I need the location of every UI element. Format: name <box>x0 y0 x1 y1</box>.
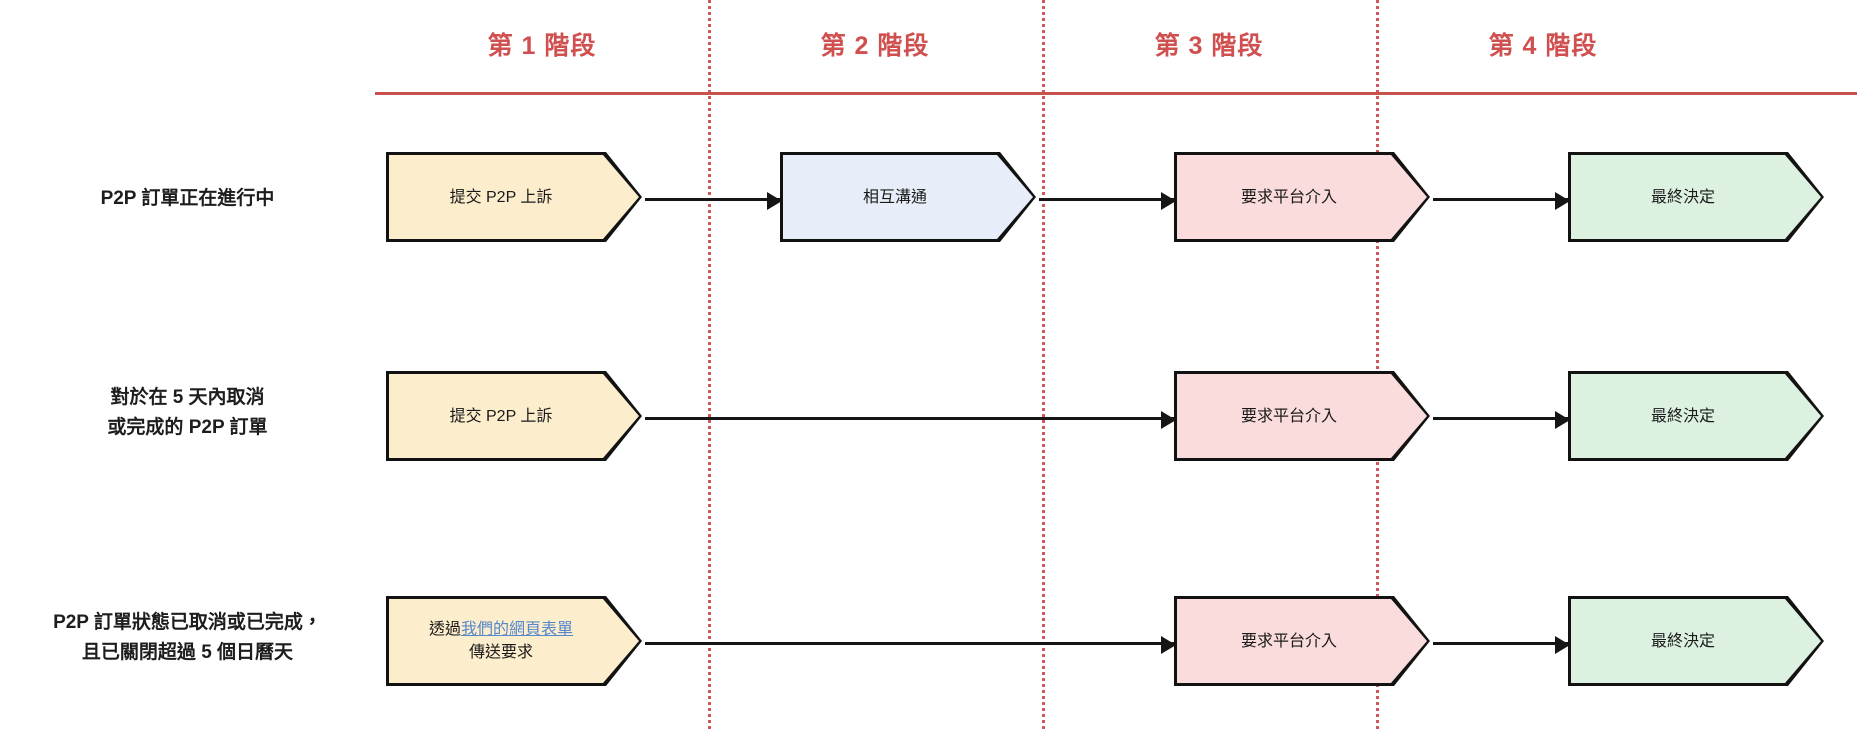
row-label-2-line-1: 對於在 5 天內取消 <box>110 387 265 408</box>
node-row3-stage1-label: 透過我們的網頁表單 傳送要求 <box>429 618 573 664</box>
row-label-2: 對於在 5 天內取消 或完成的 P2P 訂單 <box>0 383 375 443</box>
row-label-3: P2P 訂單狀態已取消或已完成， 且已關閉超過 5 個日曆天 <box>0 608 375 668</box>
stage-divider-2 <box>1042 0 1045 729</box>
stage-divider-1 <box>708 0 711 729</box>
stage-divider-3 <box>1376 0 1379 729</box>
node-row1-stage3-label: 要求平台介入 <box>1240 188 1337 206</box>
node-row3-stage1-prefix: 透過 <box>428 621 461 638</box>
node-row3-stage4-label: 最終決定 <box>1650 632 1715 650</box>
connector-row1-1to2 <box>645 192 782 210</box>
stage-title-3: 第 3 階段 <box>1154 32 1264 60</box>
node-row2-stage3-label: 要求平台介入 <box>1240 407 1337 425</box>
web-form-link[interactable]: 我們的網頁表單 <box>461 621 574 638</box>
connector-row3-3to4 <box>1433 636 1570 654</box>
node-row3-stage1-suffix: 傳送要求 <box>468 644 533 661</box>
node-row3-stage3-label: 要求平台介入 <box>1240 632 1337 650</box>
stage-title-2: 第 2 階段 <box>820 32 930 60</box>
stage-title-4: 第 4 階段 <box>1488 32 1598 60</box>
connector-row2-3to4 <box>1433 411 1570 429</box>
connector-row1-3to4 <box>1433 192 1570 210</box>
row-label-2-line-2: 或完成的 P2P 訂單 <box>107 417 268 438</box>
node-row1-stage2-label: 相互溝通 <box>862 188 927 206</box>
row-label-3-line-1: P2P 訂單狀態已取消或已完成， <box>53 612 322 633</box>
node-row2-stage4-label: 最終決定 <box>1650 407 1715 425</box>
node-row1-stage1-label: 提交 P2P 上訴 <box>449 188 553 206</box>
connector-row1-2to3 <box>1039 192 1176 210</box>
row-label-1: P2P 訂單正在進行中 <box>0 184 375 214</box>
header-rule <box>375 92 1857 95</box>
row-label-1-line-1: P2P 訂單正在進行中 <box>100 188 275 209</box>
connector-row2-1to3 <box>645 411 1176 429</box>
row-label-3-line-2: 且已關閉超過 5 個日曆天 <box>81 642 294 663</box>
connector-row3-1to3 <box>645 636 1176 654</box>
node-row1-stage4-label: 最終決定 <box>1650 188 1715 206</box>
stage-title-1: 第 1 階段 <box>487 32 597 60</box>
node-row2-stage1-label: 提交 P2P 上訴 <box>449 407 553 425</box>
